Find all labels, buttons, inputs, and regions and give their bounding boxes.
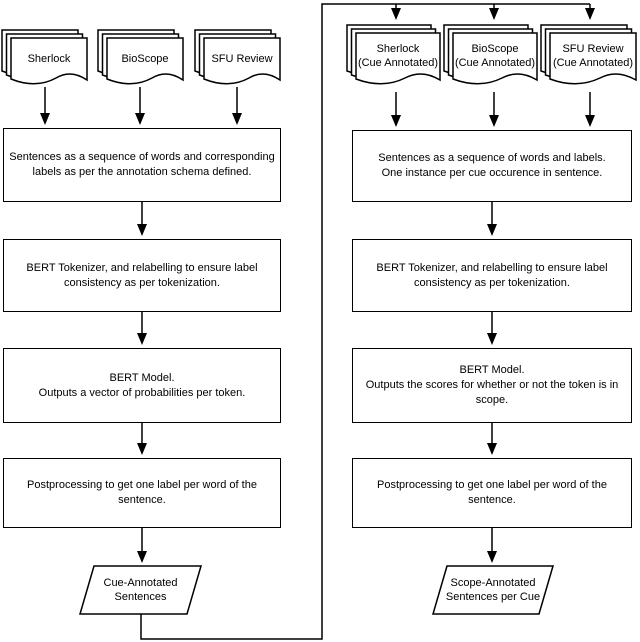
- process-box-left-sentence-input: Sentences as a sequence of words and cor…: [3, 128, 281, 202]
- process-box-left-bert-model: BERT Model. Outputs a vector of probabil…: [3, 348, 281, 423]
- document-stack-sherlock: [1, 29, 88, 85]
- process-box-right-sentence-input: Sentences as a sequence of words and lab…: [352, 130, 632, 202]
- document-stack-sfu-review: [194, 29, 281, 85]
- document-stack-bioscope-cue-annotated: [443, 24, 538, 85]
- document-stack-sfu-review-cue-annotated: [540, 24, 637, 85]
- output-parallelogram-cue-annotated: [79, 565, 202, 615]
- process-box-right-bert-model: BERT Model. Outputs the scores for wheth…: [352, 348, 632, 423]
- output-parallelogram-scope-annotated: [432, 565, 554, 615]
- arrows-left-datasets-to-step1: [40, 87, 242, 125]
- process-box-right-bert-tokenizer: BERT Tokenizer, and relabelling to ensur…: [352, 239, 632, 312]
- document-stack-sherlock-cue-annotated: [346, 24, 441, 85]
- arrows-right-datasets-to-step1: [391, 92, 595, 127]
- process-box-right-postprocessing: Postprocessing to get one label per word…: [352, 458, 632, 528]
- connector-cue-output-to-right-pipeline: [140, 3, 595, 640]
- document-stack-bioscope: [97, 29, 184, 85]
- process-box-left-bert-tokenizer: BERT Tokenizer, and relabelling to ensur…: [3, 239, 281, 312]
- process-box-left-postprocessing: Postprocessing to get one label per word…: [3, 458, 281, 528]
